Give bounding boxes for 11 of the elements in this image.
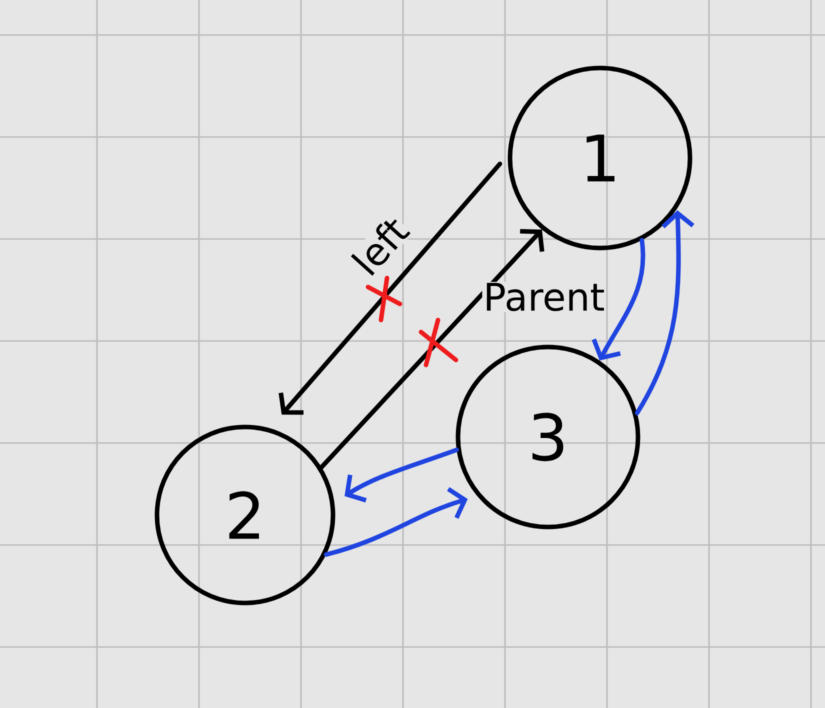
arrow (278, 162, 502, 415)
arrow (344, 448, 459, 502)
circle-node: 2 (154, 424, 336, 606)
arrow (634, 210, 694, 416)
circle-node: 3 (456, 344, 640, 530)
arrow (319, 228, 544, 470)
edge-label: left (347, 212, 413, 280)
arrow (592, 238, 646, 361)
circle-node: 1 (508, 66, 692, 250)
arrow (324, 487, 468, 557)
edge-label: Parent (482, 282, 606, 312)
